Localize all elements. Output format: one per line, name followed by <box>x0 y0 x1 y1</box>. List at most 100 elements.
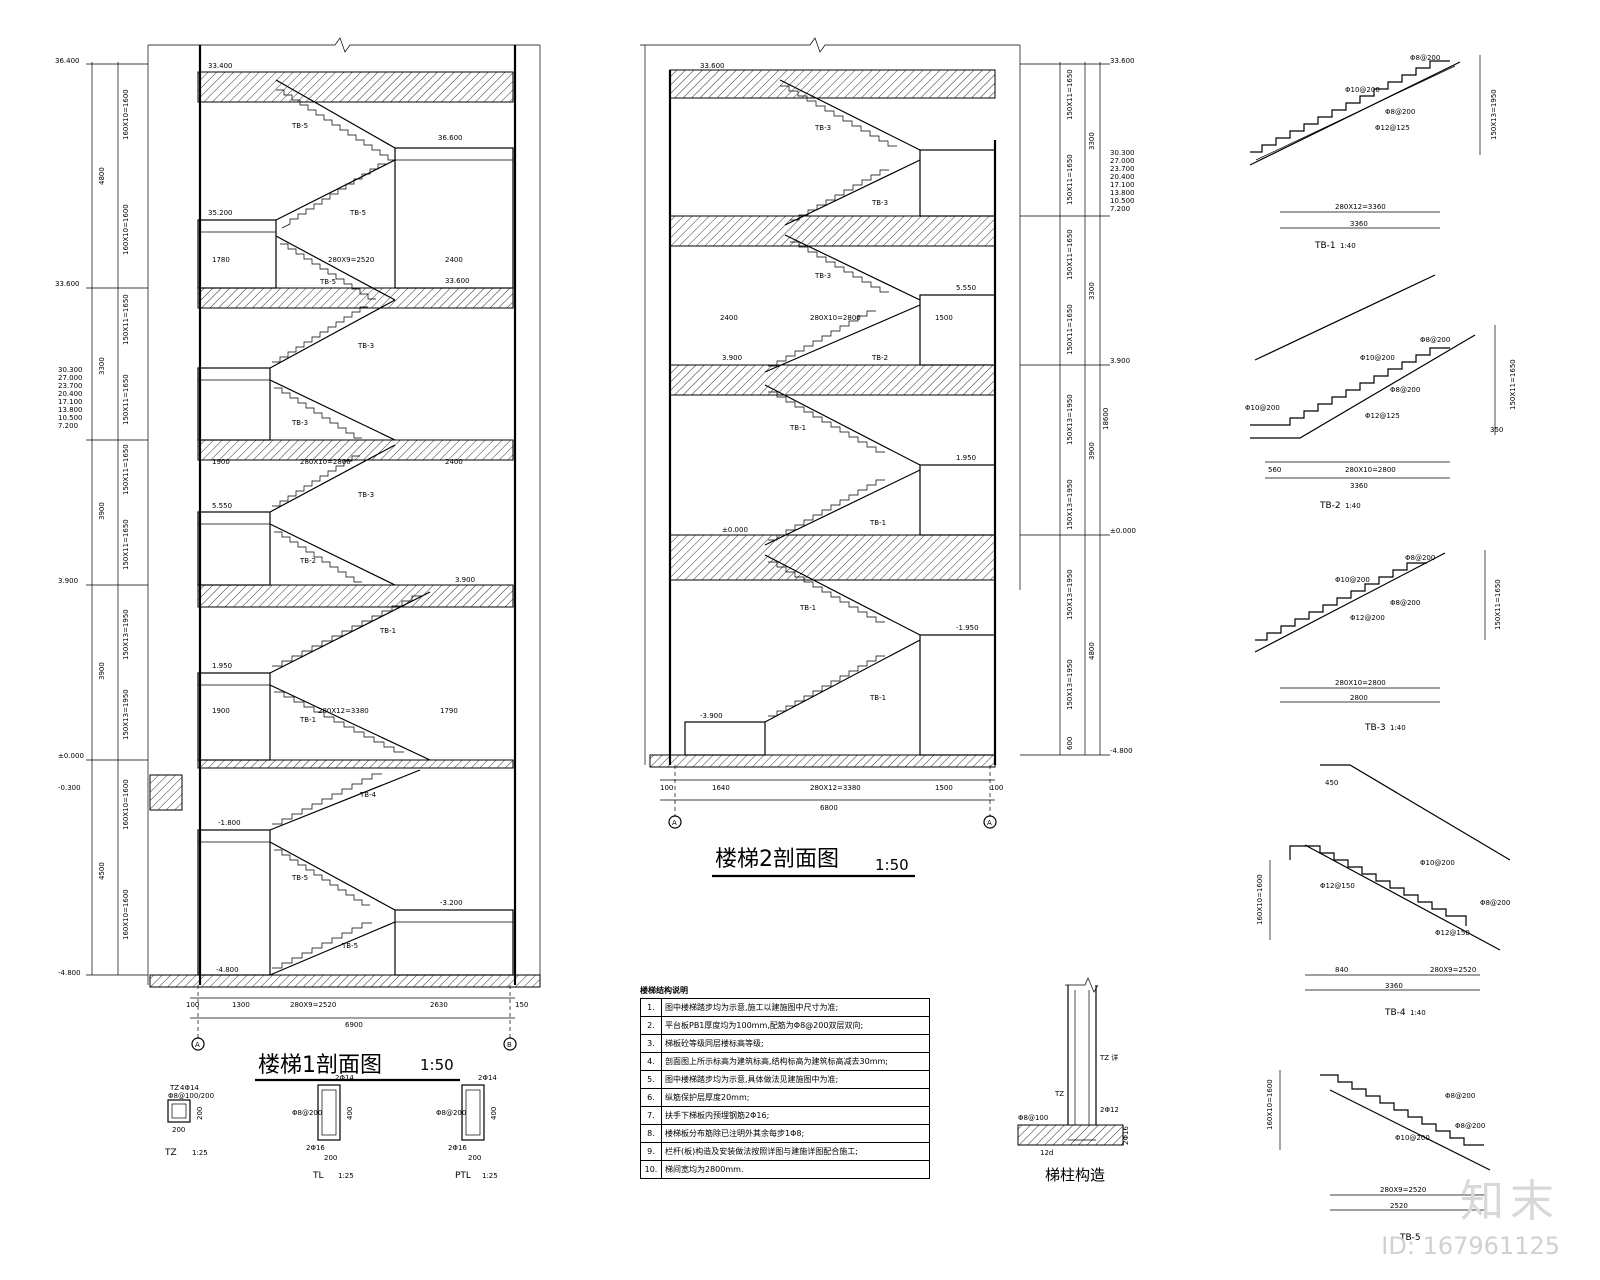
tl-stir: Φ8@200 <box>292 1109 322 1117</box>
stair2-level: 3.900 <box>1110 357 1130 365</box>
stair1-level-top: 36.400 <box>55 57 80 65</box>
stair1-bottom-dim: 2630 <box>430 1001 448 1009</box>
ptl-detail: 2Φ14 Φ8@200 2Φ16 200 400 PTL 1:25 <box>436 1074 498 1181</box>
tb4-left: 840 <box>1335 966 1348 974</box>
pile-title: 梯柱构造 <box>1045 1166 1105 1184</box>
flight-label: TB-1 <box>789 424 806 432</box>
stair2-bottom-dim: 1640 <box>712 784 730 792</box>
tb4-scale: 1:40 <box>1410 1009 1426 1017</box>
ptl-bot: 2Φ16 <box>448 1144 467 1152</box>
tb1-bar: Φ8@200 <box>1410 54 1440 62</box>
pile-a: 12d <box>1040 1149 1053 1157</box>
stair2-level: -4.800 <box>1110 747 1133 755</box>
stair2-flights <box>764 79 921 723</box>
tz-w: 200 <box>172 1126 185 1134</box>
stair2-bottom-dim: 100 <box>660 784 673 792</box>
stair1-flights <box>269 79 431 976</box>
stair2-texts: 33.600 30.300 27.000 23.700 20.400 17.10… <box>660 57 1136 878</box>
elev-label: 36.600 <box>438 134 463 142</box>
tb2-title: TB-2 <box>1319 501 1341 511</box>
stair2-height: 150X13=1950 <box>1066 394 1074 445</box>
tb3-bar: Φ10@200 <box>1335 576 1370 584</box>
ptl-title: PTL <box>455 1171 471 1181</box>
stair1-level: 7.200 <box>58 422 78 430</box>
stair1-height: 150X11=1650 <box>122 444 130 495</box>
mid-dim: 280X10=2800 <box>810 314 861 322</box>
note-num: 1. <box>640 998 662 1017</box>
stair2-level: 30.300 <box>1110 149 1135 157</box>
note-text: 梯板砼等级同层楼标高等级; <box>661 1034 930 1053</box>
flight-label: TB-5 <box>341 942 358 950</box>
tb3-bar: Φ8@200 <box>1390 599 1420 607</box>
note-num: 5. <box>640 1070 662 1089</box>
stair2-height: 150X11=1650 <box>1066 229 1074 280</box>
pile-b: 2Φ16 <box>1122 1126 1130 1145</box>
stair1-height: 150X11=1650 <box>122 294 130 345</box>
tb2-scale: 1:40 <box>1345 502 1361 510</box>
elev-label: -1.950 <box>956 624 979 632</box>
tb2-run: 280X10=2800 <box>1345 466 1396 474</box>
structural-notes: 楼梯结构说明 1.图中楼梯踏步均为示意,施工以建施图中尺寸为准; 2.平台板PB… <box>640 985 930 1179</box>
stair2-section <box>640 37 1110 829</box>
elev-label: 3.900 <box>455 576 475 584</box>
ptl-w: 200 <box>468 1154 481 1162</box>
mid-dim: 2400 <box>720 314 738 322</box>
ptl-h: 400 <box>490 1107 498 1120</box>
mid-dim: 1900 <box>212 707 230 715</box>
note-num: 4. <box>640 1052 662 1071</box>
stair1-height: 150X13=1950 <box>122 609 130 660</box>
stair2-bottom-dim: 280X12=3380 <box>810 784 861 792</box>
flight-label: TB-3 <box>357 342 374 350</box>
stair1-title: 楼梯1剖面图 <box>258 1053 382 1078</box>
stair2-height: 150X13=1950 <box>1066 569 1074 620</box>
note-row: 2.平台板PB1厚度均为100mm,配筋为Φ8@200双层双向; <box>640 1016 930 1035</box>
elev-label: 3.900 <box>722 354 742 362</box>
tb3-scale: 1:40 <box>1390 724 1406 732</box>
note-row: 9.栏杆(板)构造及安装做法按照详图与建施详图配合施工; <box>640 1142 930 1161</box>
tb2-total: 3360 <box>1350 482 1368 490</box>
note-text: 楼梯板分布筋除已注明外其余每步1Φ8; <box>661 1124 930 1143</box>
stair1-height: 160X10=1600 <box>122 889 130 940</box>
stair2-height: 150X11=1650 <box>1066 304 1074 355</box>
mid-dim: 1790 <box>440 707 458 715</box>
tb2-bar: Φ10@200 <box>1360 354 1395 362</box>
tb1-bar: Φ10@200 <box>1345 86 1380 94</box>
watermark-logo: 知末 <box>1460 1176 1560 1227</box>
flight-label: TB-3 <box>871 199 888 207</box>
stair2-total: 6800 <box>820 804 838 812</box>
note-text: 扶手下梯板内预埋钢筋2Φ16; <box>661 1106 930 1125</box>
elev-label: -1.800 <box>218 819 241 827</box>
mid-dim: 1500 <box>935 314 953 322</box>
tl-scale: 1:25 <box>338 1172 354 1180</box>
note-row: 3.梯板砼等级同层楼标高等级; <box>640 1034 930 1053</box>
mid-dim: 2400 <box>445 458 463 466</box>
stair2-height: 150X13=1950 <box>1066 479 1074 530</box>
stair1-height: 150X13=1950 <box>122 689 130 740</box>
flight-label: TB-5 <box>319 278 336 286</box>
tb3-bar: Φ8@200 <box>1405 554 1435 562</box>
tb5-rise: 160X10=1600 <box>1266 1079 1274 1130</box>
tz-detail: TZ 4Φ14 Φ8@100/200 200 200 TZ 1:25 <box>164 1084 214 1158</box>
tb4-rise: 160X10=1600 <box>1256 874 1264 925</box>
stair2-floor-height: 3900 <box>1088 442 1096 460</box>
stair2-scale: 1:50 <box>875 856 909 874</box>
elev-label: 35.200 <box>208 209 233 217</box>
note-row: 7.扶手下梯板内预埋钢筋2Φ16; <box>640 1106 930 1125</box>
elev-label: 1.950 <box>212 662 232 670</box>
stair2-height: 150X13=1950 <box>1066 659 1074 710</box>
note-num: 3. <box>640 1034 662 1053</box>
note-num: 6. <box>640 1088 662 1107</box>
tb4-bar: Φ12@150 <box>1435 929 1470 937</box>
elev-label: 33.400 <box>208 62 233 70</box>
tb2-bar: Φ10@200 <box>1245 404 1280 412</box>
stair1-level: -4.800 <box>58 969 81 977</box>
tl-detail: 2Φ14 Φ8@200 2Φ16 200 400 TL 1:25 <box>292 1074 354 1181</box>
flight-label: TB-5 <box>291 874 308 882</box>
note-num: 7. <box>640 1106 662 1125</box>
stair1-bottom-dim: 150 <box>515 1001 528 1009</box>
tb1-total: 3360 <box>1350 220 1368 228</box>
note-row: 1.图中楼梯踏步均为示意,施工以建施图中尺寸为准; <box>640 998 930 1017</box>
flight-label: TB-2 <box>871 354 888 362</box>
stair1-floors <box>149 71 541 988</box>
note-text: 纵筋保护层厚度20mm; <box>661 1088 930 1107</box>
